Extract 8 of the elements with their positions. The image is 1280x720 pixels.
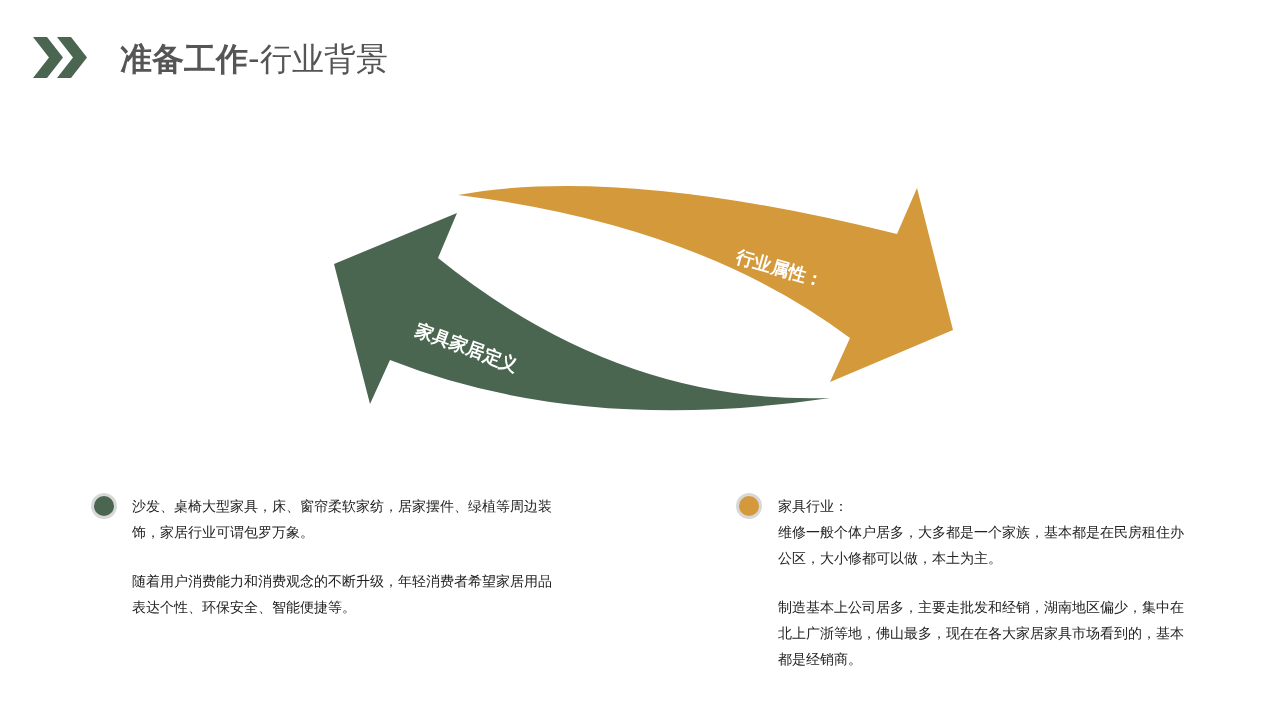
- arrow-label: 家具家居定义: [411, 318, 522, 378]
- arrow-label: 行业属性：: [733, 245, 827, 293]
- paragraph: 制造基本上公司居多，主要走批发和经销，湖南地区偏少，集中在北上广浙等地，佛山最多，现在在各大家居家具市场看到的，基本都是经销商。: [778, 598, 1185, 669]
- paragraph: 家具行业：: [778, 497, 849, 516]
- paragraph: 维修一般个体户居多，大多都是一个家族，基本都是在民房租住办公区，大小修都可以做，本土为主。: [778, 523, 1185, 568]
- paragraph: 随着用户消费能力和消费观念的不断升级，年轻消费者希望家居用品表达个性、环保安全、智能便捷等。: [132, 572, 552, 617]
- paragraph: 沙发、桌椅大型家具，床、窗帘柔软家纺，居家摆件、绿植等周边装饰，家居行业可谓包罗万象。: [132, 497, 552, 542]
- page-title: 准备工作-行业背景: [120, 39, 388, 80]
